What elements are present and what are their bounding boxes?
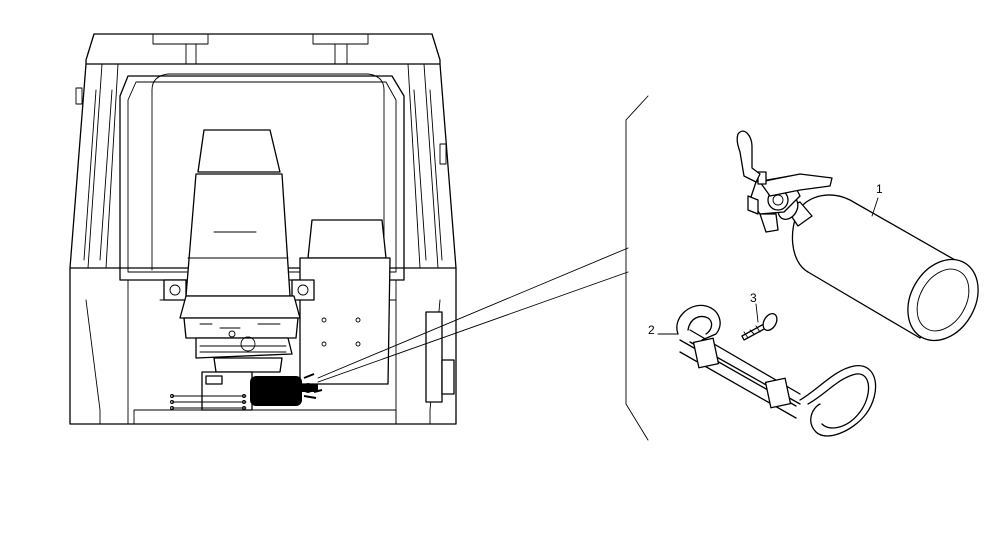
callout-2: 2	[648, 323, 679, 337]
windshield	[119, 75, 405, 281]
part-2-bracket	[676, 304, 877, 437]
fire-extinguisher-location-marker	[250, 373, 323, 406]
detail-boundary	[625, 95, 649, 441]
seat-suspension	[183, 317, 299, 339]
detail-leader	[317, 247, 629, 383]
part-1-fire-extinguisher	[736, 130, 979, 342]
callout-3: 3	[750, 291, 759, 323]
seat-headrest	[197, 129, 281, 173]
svg-text:3: 3	[750, 291, 757, 305]
cab-view	[69, 33, 457, 425]
cab-roof	[85, 33, 441, 65]
svg-text:1: 1	[876, 182, 883, 196]
seat-armrest	[307, 219, 387, 259]
callout-1: 1	[871, 182, 883, 217]
svg-text:2: 2	[648, 323, 655, 337]
seat-backrest	[185, 173, 291, 297]
part-3-screw	[741, 312, 778, 341]
seat-cushion	[179, 295, 301, 319]
